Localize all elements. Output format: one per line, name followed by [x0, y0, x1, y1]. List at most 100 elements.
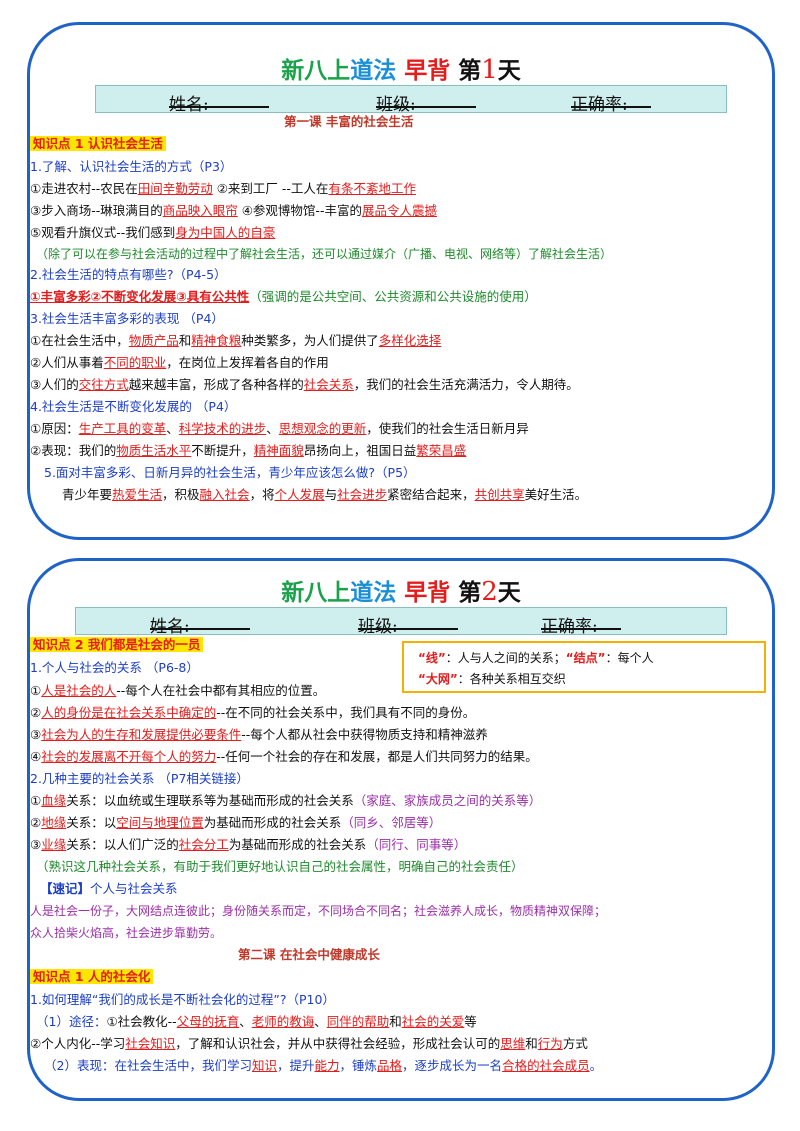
rate-field[interactable]: [571, 90, 651, 108]
concept-box: “线”：人与人之间的关系；“结点”：每个人 “大网”：各种关系相互交织: [402, 641, 766, 693]
line: ③步入商场--琳琅满目的商品映入眼帘 ④参观博物馆--丰富的展品令人震撼: [30, 202, 437, 220]
line: 青少年要热爱生活，积极融入社会，将个人发展与社会进步紧密结合起来，共创共享美好生…: [62, 486, 587, 504]
text-span: 社会的发展离不开每个人的努力: [41, 749, 217, 764]
text-span: 在社会生活中，我们学习: [114, 1058, 252, 1073]
text-span: ，逐步成长为一名: [402, 1058, 503, 1073]
text-span: ①: [30, 793, 42, 808]
text-span: 和: [525, 1036, 538, 1051]
text-span: 不断提升，: [191, 443, 254, 458]
text-span: 田间辛勤劳动: [137, 181, 213, 196]
text-span: 社会关系: [303, 377, 354, 392]
day2-title: 新八上道法 早背 第2天: [30, 573, 772, 607]
text-span: 、: [239, 1014, 252, 1029]
text-span: ，积极: [162, 487, 200, 502]
text-span: --每个人都从社会中获得物质支持和精神滋养: [241, 727, 488, 742]
text-span: （1）途径：: [36, 1014, 107, 1029]
text-span: 物质生活水平: [116, 443, 192, 458]
text-span: 新八上: [281, 57, 351, 84]
line: （2）表现：在社会生活中，我们学习知识，提升能力，锤炼品格，逐步成长为一名合格的…: [44, 1057, 602, 1075]
text-span: 社会分工: [178, 837, 229, 852]
memo-line: 人是社会一份子，大网结点连彼此；身份随关系而定，不同场合不同名；社会滋养人成长，…: [30, 904, 607, 918]
knowledge-point-heading: 知识点 1 认识社会生活: [30, 136, 166, 151]
day1-card: 新八上道法 早背 第1天 姓名: 班级: 正确率:: [27, 22, 775, 540]
text-span: （家庭、家族成员之间的关系等）: [353, 793, 542, 808]
line: ①在社会生活中，物质产品和精神食粮种类繁多，为人们提供了多样化选择: [30, 332, 441, 350]
text-span: 美好生活。: [524, 487, 588, 502]
note: （熟识这几种社会关系，有助于我们更好地认识自己的社会属性，明确自己的社会责任）: [36, 859, 524, 874]
line: ②个人内化--学习社会知识，了解和认识社会，并从中获得社会经验，形成社会认可的思…: [30, 1035, 588, 1053]
text-span: 、: [266, 421, 279, 436]
question-2: 2.社会生活的特点有哪些?（P4-5）: [30, 267, 227, 282]
note: （除了可以在参与社会活动的过程中了解社会生活，还可以通过媒介（广播、电视、网络等…: [36, 247, 613, 261]
text-span: ③步入商场--琳琅满目的: [30, 203, 163, 218]
lesson-heading: 第一课 丰富的社会生活: [284, 114, 414, 129]
text-span: --在不同的社会关系中，我们具有不同的身份。: [216, 705, 476, 720]
name-label: 姓名:: [169, 95, 209, 115]
text-span: 为基础而形成的社会关系: [228, 837, 367, 852]
memo-line: 众人拾柴火焰高，社会进步靠勤劳。: [30, 926, 223, 940]
class-field[interactable]: [376, 90, 476, 108]
text-span: ①社会教化--: [106, 1014, 177, 1029]
text-span: ②表现：我们的: [30, 443, 117, 458]
name-field[interactable]: [150, 612, 250, 630]
line: ③业缘关系：以人们广泛的社会分工为基础而形成的社会关系（同行、同事等）: [30, 836, 466, 854]
text-span: （2）表现：: [44, 1058, 115, 1073]
text-span: 道法: [350, 579, 397, 606]
text-span: 越来越丰富，形成了各种各样的: [128, 377, 304, 392]
text-span: 品格: [377, 1058, 403, 1073]
name-label: 姓名:: [150, 617, 190, 637]
text-span: 同伴的帮助: [326, 1014, 390, 1029]
text-span: 关系：以血统或生理联系等为基础而形成的社会关系: [66, 793, 354, 808]
text-span: 不同的职业: [103, 355, 167, 370]
text-span: 、: [166, 421, 179, 436]
rate-field[interactable]: [541, 612, 621, 630]
text-span: 行为: [537, 1036, 563, 1051]
text-span: --任何一个社会的存在和发展，都是人们共同努力的结果。: [216, 749, 538, 764]
text-span: ④: [30, 749, 42, 764]
knowledge-point-heading: 知识点 2 我们都是社会的一员: [30, 637, 204, 652]
text-span: 天: [497, 57, 521, 84]
text-span: ①丰富多彩: [30, 289, 91, 304]
question-4: 4.社会生活是不断变化发展的 （P4）: [30, 399, 237, 414]
line: ①原因：生产工具的变革、科学技术的进步、思想观念的更新，使我们的社会生活日新月异: [30, 420, 529, 438]
text-span: 有条不紊地工作: [328, 181, 416, 196]
text-span: 等: [464, 1014, 477, 1029]
lesson-heading: 第二课 在社会中健康成长: [238, 947, 380, 962]
text-span: 天: [497, 579, 521, 606]
text-span: 【速记】: [40, 881, 91, 896]
text-span: 地缘: [41, 815, 67, 830]
line: ④社会的发展离不开每个人的努力--任何一个社会的存在和发展，都是人们共同努力的结…: [30, 748, 538, 766]
text-span: 合格的社会成员: [502, 1058, 590, 1073]
line: ①人是社会的人--每个人在社会中都有其相应的位置。: [30, 682, 325, 700]
name-field[interactable]: [169, 90, 269, 108]
class-field[interactable]: [358, 612, 458, 630]
text-span: ②人们从事着: [30, 355, 104, 370]
text-span: 2: [481, 577, 498, 607]
text-span: 精神食粮: [191, 333, 242, 348]
text-span: （强调的是公共空间、公共资源和公共设施的使用）: [249, 289, 537, 304]
text-span: 新八上: [281, 579, 351, 606]
text-span: 老师的教诲: [251, 1014, 315, 1029]
question-3: 1.如何理解“我们的成长是不断社会化的过程”?（P10）: [30, 992, 335, 1007]
text-span: 和: [389, 1014, 402, 1029]
text-span: 和: [178, 333, 192, 348]
day1-title: 新八上道法 早背 第1天: [30, 51, 772, 85]
text-span: 生产工具的变革: [78, 421, 167, 436]
text-span: 为基础而形成的社会关系: [203, 815, 342, 830]
text-span: ，使我们的社会生活日新月异: [366, 421, 529, 436]
text-span: 第: [458, 57, 482, 84]
text-span: 早背: [404, 579, 451, 606]
text-span: 共创共享: [474, 487, 525, 502]
line: ②人的身份是在社会关系中确定的--在不同的社会关系中，我们具有不同的身份。: [30, 704, 475, 722]
text-span: 道法: [350, 57, 397, 84]
text-span: 思想观念的更新: [278, 421, 367, 436]
line: ③人们的交往方式越来越丰富，形成了各种各样的社会关系，我们的社会生活充满活力，令…: [30, 376, 579, 394]
class-label: 班级:: [376, 95, 416, 115]
text-span: ，提升: [276, 1058, 315, 1073]
text-span: ③具有公共性: [176, 289, 250, 304]
text-span: 交往方式: [78, 377, 129, 392]
text-span: 、: [314, 1014, 327, 1029]
question-3: 3.社会生活丰富多彩的表现 （P4）: [30, 311, 224, 326]
line: ①血缘关系：以血统或生理联系等为基础而形成的社会关系（家庭、家族成员之间的关系等…: [30, 792, 541, 810]
text-span: ②来到工厂 --工人在: [212, 181, 329, 196]
